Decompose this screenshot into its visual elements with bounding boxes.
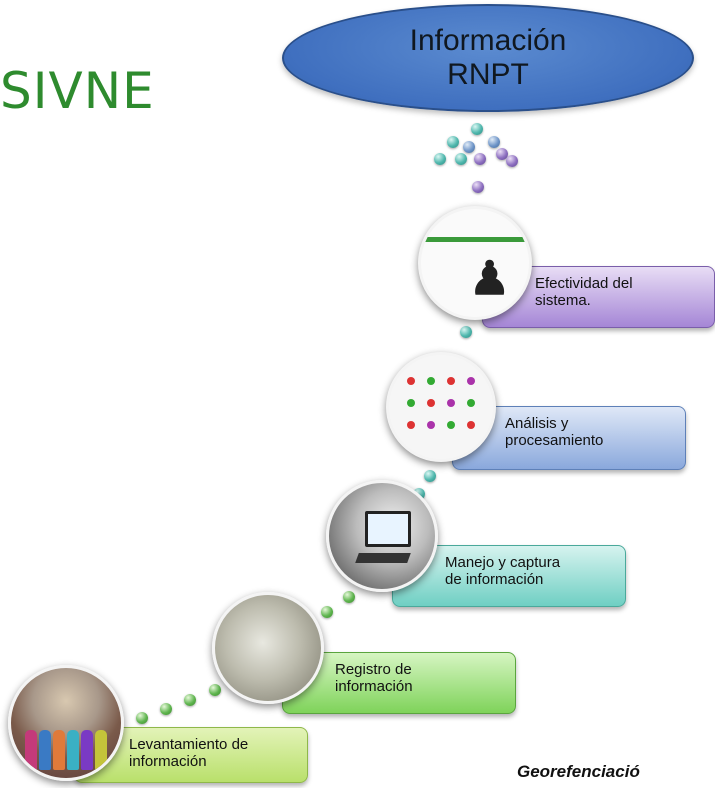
step-2-line-2: información	[335, 678, 413, 695]
step-1-line-1: Levantamiento de	[129, 736, 249, 753]
target-line-2: RNPT	[447, 58, 529, 91]
connector-dot	[460, 326, 472, 338]
connector-dot	[488, 136, 500, 148]
photo-documents	[212, 592, 324, 704]
connector-dot	[463, 141, 475, 153]
photo-computer-workstation	[326, 480, 438, 592]
step-efectividad: Efectividad del sistema.	[482, 266, 715, 328]
step-4-line-1: Análisis y	[505, 415, 569, 432]
connector-dot	[321, 606, 333, 618]
connector-dot	[184, 694, 196, 706]
connector-dot	[434, 153, 446, 165]
step-2-line-1: Registro de	[335, 661, 412, 678]
step-4-line-2: procesamiento	[505, 432, 604, 449]
step-3-line-2: de información	[445, 571, 544, 588]
photo-system-screen: ♟	[418, 206, 532, 320]
step-1-line-2: información	[129, 753, 207, 770]
connector-dot	[447, 136, 459, 148]
footer-caption: Georefenciació	[517, 762, 640, 781]
connector-dot	[496, 148, 508, 160]
connector-dot	[424, 470, 436, 482]
connector-dot	[471, 123, 483, 135]
connector-dot	[343, 591, 355, 603]
connector-dot	[474, 153, 486, 165]
connector-dot	[209, 684, 221, 696]
connector-dot	[472, 181, 484, 193]
slide-title: SIVNE	[0, 62, 155, 120]
target-oval: Información RNPT	[282, 4, 694, 112]
connector-dot	[136, 712, 148, 724]
connector-dot	[455, 153, 467, 165]
photo-data-grid	[386, 352, 496, 462]
step-5-line-2: sistema.	[535, 292, 591, 309]
photo-people-group	[8, 665, 124, 781]
figure-icon: ♟	[469, 252, 511, 304]
step-5-line-1: Efectividad del	[535, 275, 633, 292]
target-line-1: Información	[409, 24, 567, 57]
connector-dot	[506, 155, 518, 167]
step-3-line-1: Manejo y captura	[445, 554, 561, 571]
connector-dot	[160, 703, 172, 715]
